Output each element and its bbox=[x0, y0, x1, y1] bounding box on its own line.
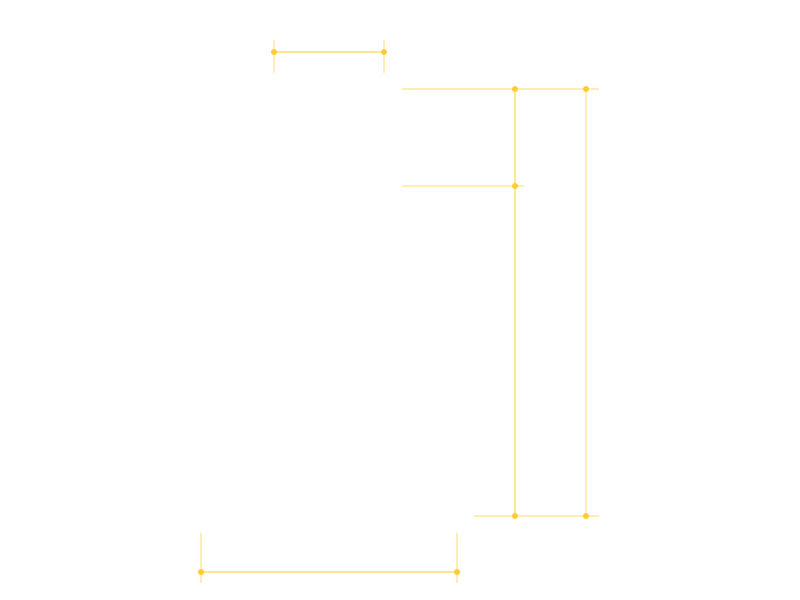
endpoint-dot bbox=[583, 513, 589, 519]
endpoint-dot bbox=[454, 569, 460, 575]
endpoint-dot bbox=[381, 49, 387, 55]
endpoint-dot bbox=[583, 86, 589, 92]
endpoint-dot bbox=[512, 513, 518, 519]
dimension-top bbox=[271, 40, 387, 73]
endpoint-dot bbox=[271, 49, 277, 55]
endpoint-dot bbox=[198, 569, 204, 575]
dimension-bottom bbox=[198, 533, 460, 583]
endpoint-dot bbox=[512, 183, 518, 189]
endpoint-dot bbox=[512, 86, 518, 92]
dimension-vertical-outer bbox=[583, 86, 589, 519]
dimension-vertical-inner bbox=[512, 86, 518, 519]
